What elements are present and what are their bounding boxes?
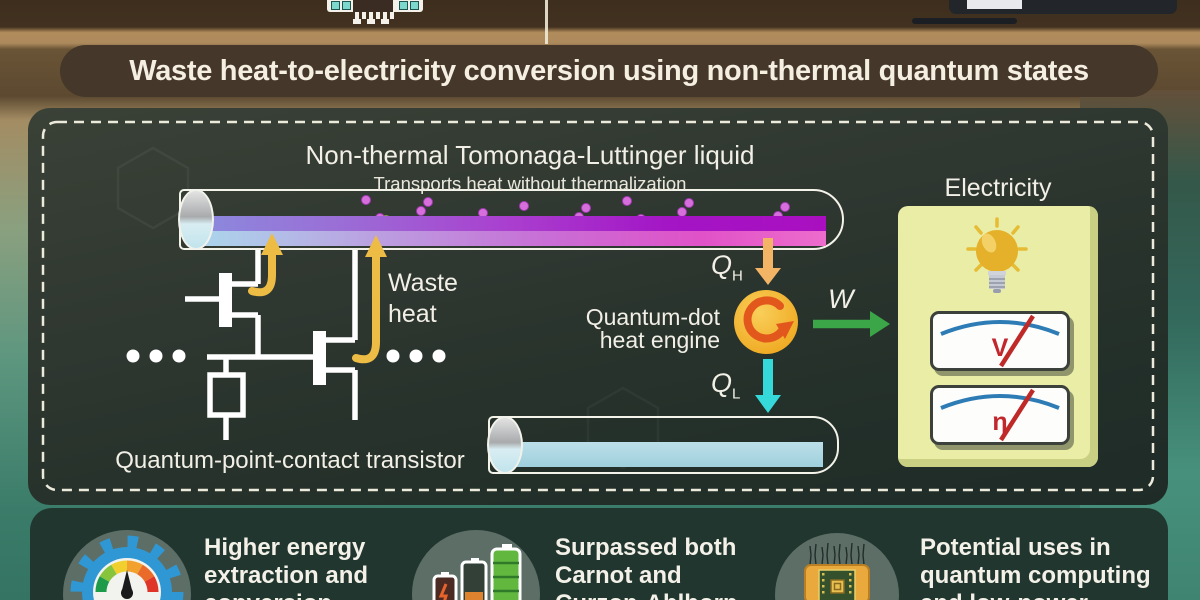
particle-dot	[780, 202, 790, 212]
particle-dot	[581, 203, 591, 213]
top-device-shadow	[912, 18, 1017, 24]
features-panel	[30, 508, 1168, 600]
feature-text: Potential uses in quantum computing and …	[920, 534, 1151, 600]
voltage-symbol: V	[991, 334, 1009, 362]
liquid-gradient-top	[197, 216, 826, 231]
chip-pad-icon	[342, 1, 351, 10]
cold-reservoir-tube	[487, 416, 839, 474]
particle-dot	[622, 196, 632, 206]
liquid-subtitle: Transports heat without thermalization	[373, 173, 687, 194]
feature-text: Surpassed both Carnot and Curzon-Ahlborn	[555, 534, 738, 600]
chip-pad-icon	[331, 1, 340, 10]
page-title: Waste heat-to-electricity conversion usi…	[129, 54, 1089, 87]
chip-icon	[804, 543, 870, 600]
divider-line-decoration	[545, 0, 548, 44]
top-device-screen	[967, 0, 1022, 9]
lightbulb-icon	[966, 217, 1028, 293]
cycle-arrow-icon	[743, 296, 794, 343]
particle-dot	[684, 198, 694, 208]
ql-label: QL	[711, 368, 741, 403]
hot-reservoir-tube	[178, 189, 844, 250]
voltmeter-icon: V	[930, 311, 1070, 371]
tube-end-cap	[178, 189, 214, 250]
liquid-gradient-bottom	[197, 231, 826, 246]
qpc-transistor-label: Quantum-point-contact transistor	[115, 447, 465, 474]
particle-dot	[423, 197, 433, 207]
heat-engine-circle	[734, 290, 798, 354]
feature-text: Higher energy extraction and conversion	[204, 534, 369, 600]
particle-dot	[416, 206, 426, 216]
electricity-panel: V η	[898, 206, 1098, 467]
cold-liquid	[502, 442, 823, 467]
electricity-label: Electricity	[944, 174, 1052, 202]
title-banner: Waste heat-to-electricity conversion usi…	[60, 45, 1158, 97]
gauge-gear-icon	[70, 535, 184, 600]
chip-pad-icon	[399, 1, 408, 10]
particle-dot	[519, 201, 529, 211]
particle-dot	[361, 195, 371, 205]
chip-body	[353, 0, 393, 12]
qh-label: QH	[711, 250, 743, 285]
efficiency-meter-icon: η	[930, 385, 1070, 445]
chip-pad-icon	[410, 1, 419, 10]
battery-icon	[432, 544, 522, 600]
top-chip-decoration	[327, 0, 423, 24]
liquid-title: Non-thermal Tomonaga-Luttinger liquid	[305, 140, 755, 170]
heat-engine-label: Quantum-dot heat engine	[585, 304, 720, 353]
efficiency-symbol: η	[992, 408, 1008, 436]
work-label: W	[828, 284, 854, 314]
tube-end-cap	[487, 416, 523, 474]
waste-heat-label: Waste heat	[388, 269, 458, 328]
